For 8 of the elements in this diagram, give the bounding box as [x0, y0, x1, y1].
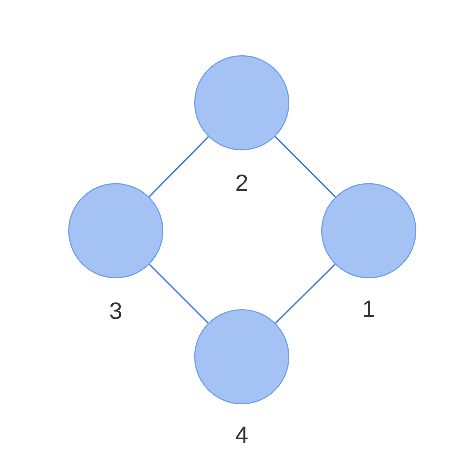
node-label: 4 [236, 426, 248, 444]
edge-line [275, 136, 336, 198]
node-label: 3 [110, 302, 122, 320]
node-label: 2 [236, 174, 248, 192]
edge-line [275, 264, 336, 324]
edge-line [148, 136, 210, 198]
node-label: 1 [364, 300, 374, 318]
edge-line [149, 264, 209, 324]
